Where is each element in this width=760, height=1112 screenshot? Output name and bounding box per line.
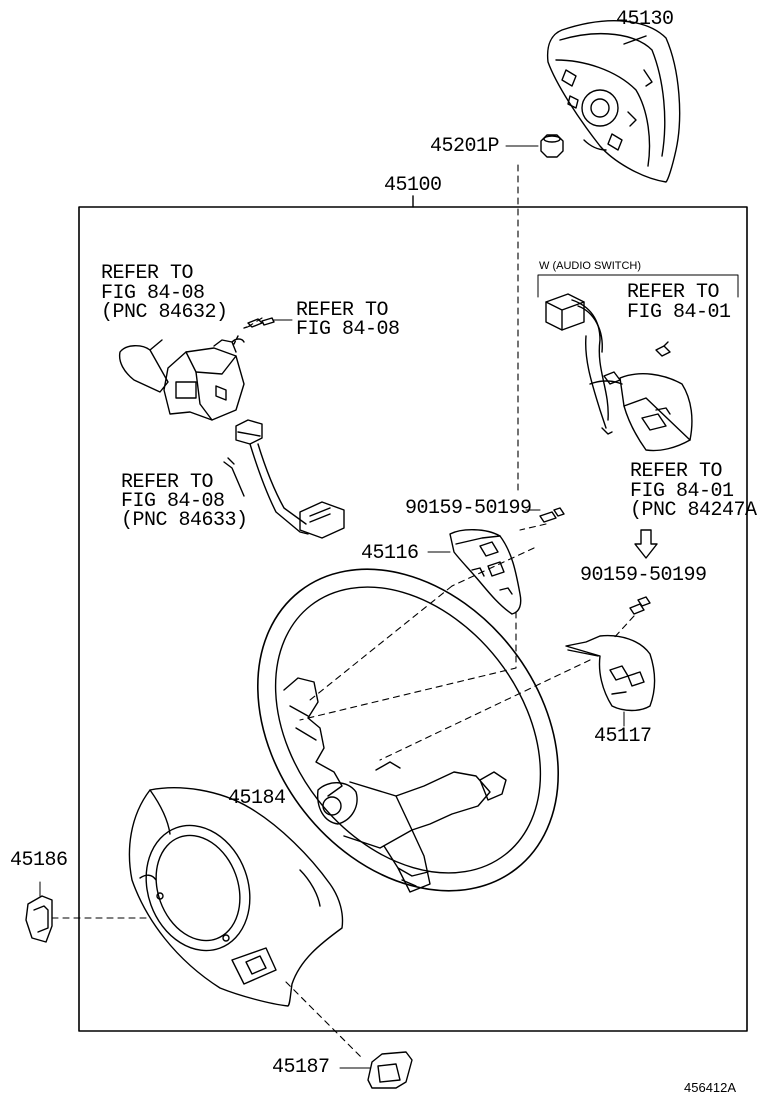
ref-line: FIG 84-08 bbox=[121, 490, 225, 513]
ref-line: REFER TO bbox=[627, 281, 720, 304]
nut-45201p bbox=[505, 134, 564, 491]
part-number-45116: 45116 bbox=[361, 542, 419, 565]
cover-45116 bbox=[427, 529, 522, 615]
part-number-screw-left: 90159-50199 bbox=[405, 497, 532, 520]
side-cover-45186 bbox=[25, 881, 53, 943]
switch-cover-45187 bbox=[339, 1051, 413, 1089]
part-number-45186: 45186 bbox=[10, 849, 68, 872]
part-number-45184: 45184 bbox=[228, 787, 286, 810]
ref-line: FIG 84-01 bbox=[627, 301, 731, 324]
ref-line: FIG 84-01 bbox=[630, 480, 734, 503]
hollow-arrow bbox=[634, 529, 658, 559]
spiral-cable bbox=[223, 419, 345, 539]
assembly-frame bbox=[78, 206, 748, 1032]
diagram-id: 456412A bbox=[684, 1080, 737, 1095]
cover-45117 bbox=[565, 634, 656, 727]
part-number-screw-right: 90159-50199 bbox=[580, 564, 707, 587]
part-number-45130: 45130 bbox=[616, 8, 674, 31]
audio-switch-bracket bbox=[537, 274, 739, 298]
airbag-45130 bbox=[546, 20, 681, 183]
ref-line: REFER TO bbox=[296, 299, 389, 322]
audio-switch-note: W (AUDIO SWITCH) bbox=[539, 260, 642, 272]
ref-line: FIG 84-08 bbox=[296, 318, 400, 341]
audio-switch-assembly bbox=[545, 293, 693, 452]
combination-switch bbox=[118, 317, 293, 421]
part-number-45100: 45100 bbox=[384, 174, 442, 197]
lower-cover-45184 bbox=[128, 787, 344, 1007]
ref-line: REFER TO bbox=[121, 471, 214, 494]
part-number-45187: 45187 bbox=[272, 1056, 330, 1079]
screw-right bbox=[629, 596, 651, 615]
ref-line: REFER TO bbox=[101, 262, 194, 285]
part-number-45201p: 45201P bbox=[430, 135, 500, 158]
ref-line: (PNC 84633) bbox=[121, 509, 248, 532]
screw-left bbox=[525, 507, 565, 523]
ref-line: REFER TO bbox=[630, 460, 723, 483]
ref-line: (PNC 84632) bbox=[101, 301, 228, 324]
ref-line: FIG 84-08 bbox=[101, 282, 205, 305]
ref-line: (PNC 84247A) bbox=[630, 499, 760, 522]
dashed-leaders bbox=[51, 317, 635, 1059]
steering-wheel bbox=[256, 568, 560, 893]
part-number-45117: 45117 bbox=[594, 725, 652, 748]
